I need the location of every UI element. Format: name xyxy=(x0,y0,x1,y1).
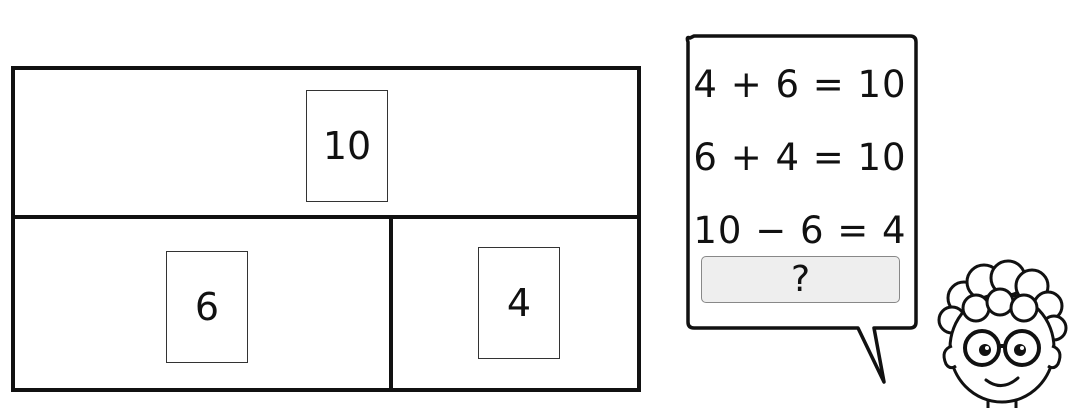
part-b-number-card: 4 xyxy=(478,247,560,359)
bar-model: 10 6 4 xyxy=(11,66,641,392)
equation-list: 4 + 6 = 10 6 + 4 = 10 10 − 6 = 4 xyxy=(693,48,907,267)
bar-model-divider-vertical xyxy=(389,219,393,388)
bar-model-divider-horizontal xyxy=(15,215,637,219)
missing-equation-answer-box[interactable]: ? xyxy=(701,256,900,303)
equation-2: 6 + 4 = 10 xyxy=(693,136,907,179)
equation-3: 10 − 6 = 4 xyxy=(693,209,907,252)
whole-number-card: 10 xyxy=(306,90,388,202)
equation-1: 4 + 6 = 10 xyxy=(693,63,907,106)
answer-placeholder: ? xyxy=(790,259,811,300)
part-a-number-card: 6 xyxy=(166,251,248,363)
part-a-number: 6 xyxy=(194,285,220,329)
part-b-number: 4 xyxy=(506,281,532,325)
whole-number: 10 xyxy=(322,124,372,168)
child-with-glasses-icon xyxy=(937,259,1068,408)
